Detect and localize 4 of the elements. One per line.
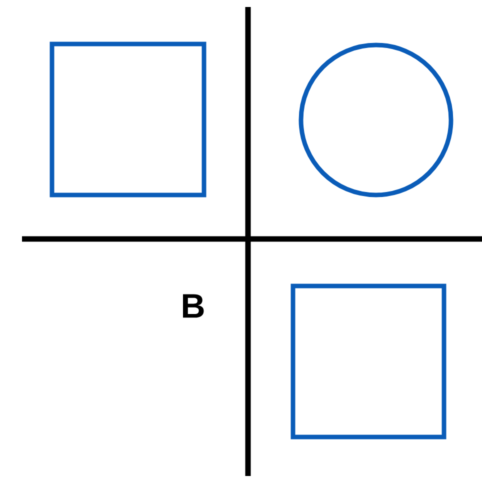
square-outline <box>290 284 446 440</box>
circle-outline <box>298 42 454 198</box>
quadrant-letter: B <box>183 294 204 318</box>
square-outline <box>50 42 206 198</box>
